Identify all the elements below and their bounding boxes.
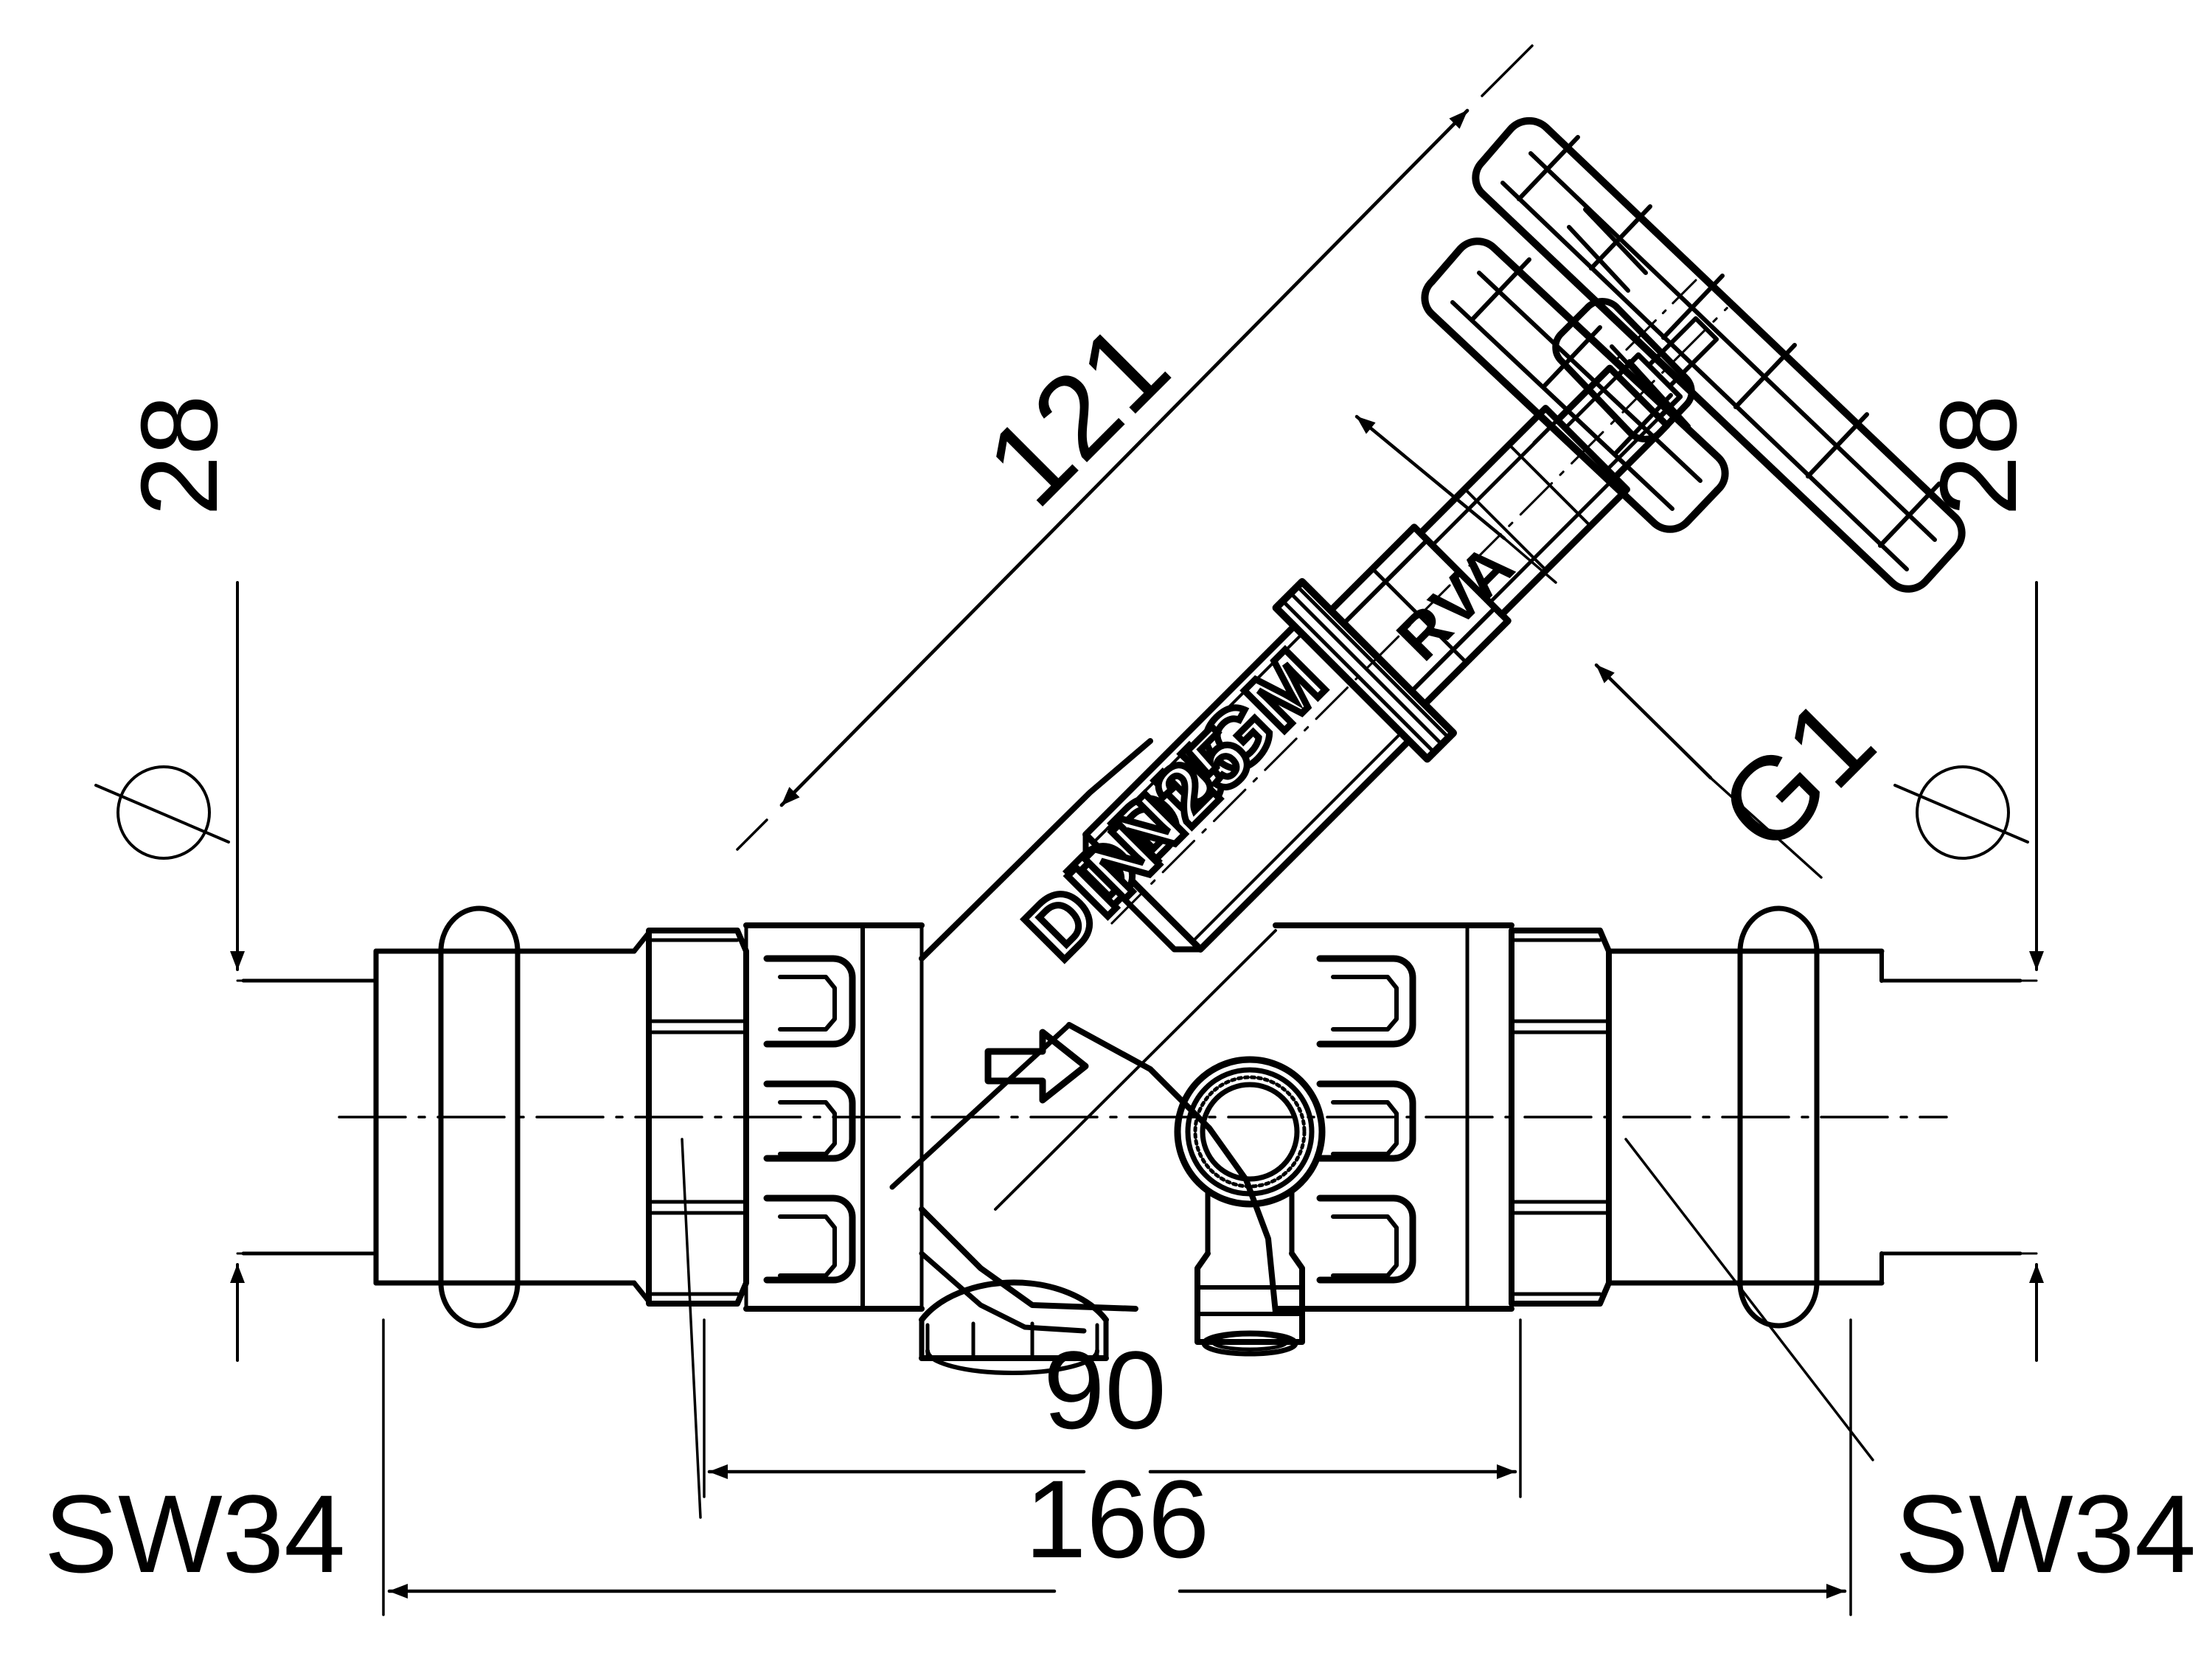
leader-sw34-left [681,1138,702,1519]
measuring-test-port [1174,1056,1326,1256]
dimension-label-sw34-left: SW34 [44,1472,346,1596]
dimension-166 [382,1318,1852,1616]
dimension-label-sw34-right: SW34 [1895,1472,2197,1596]
body-bottom-boss [919,1279,1109,1375]
dimension-label-166: 166 [1025,1457,1210,1581]
leader-sw34-right [1624,1138,1874,1461]
dimension-diameter-right [1893,581,2044,1362]
valve-body-left-block [743,922,925,1312]
dimension-121 [736,44,1534,851]
dimension-label-diameter-left: 28 [119,394,240,516]
dimension-label-90: 90 [1043,1328,1166,1452]
drain-nipple [1194,1251,1305,1357]
flow-direction-arrow [984,1029,1089,1104]
dimension-label-diameter-right: 28 [1918,394,2039,516]
dimension-g1 [1354,414,1823,879]
lever-handle [1421,116,1966,593]
valve-body-marking-plate [919,788,1277,1211]
dimension-90 [703,1318,1522,1498]
press-fit-end-right [1606,905,2023,1329]
dimension-diameter-left [94,581,256,1362]
